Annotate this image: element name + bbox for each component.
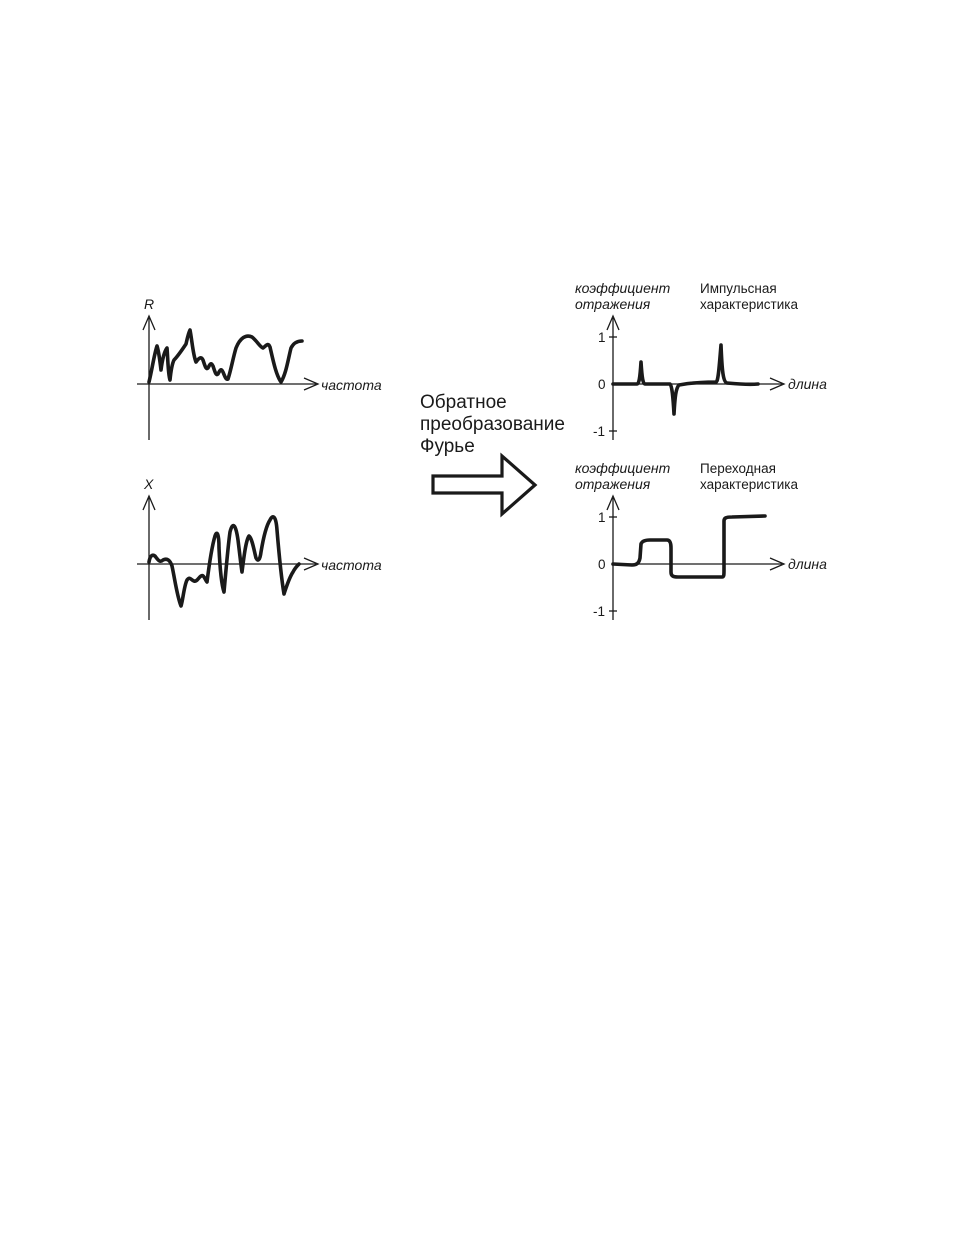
plot-impulse-response: коэффициент отражения Импульсная характе… (575, 280, 827, 440)
title-step-2: характеристика (700, 477, 798, 492)
tick-label-1-step: 1 (598, 510, 606, 525)
y-label-x: X (143, 476, 154, 492)
right-arrow-icon (431, 452, 538, 518)
y-axis-arrow-x (142, 494, 156, 511)
step-curve (611, 514, 767, 579)
x-label-frequency-top: частота (321, 377, 382, 393)
tick-label-0-step: 0 (598, 557, 606, 572)
plot-step-response: коэффициент отражения Переходная характе… (575, 460, 827, 620)
title-impulse-2: характеристика (700, 297, 798, 312)
y-axis-arrow-r (142, 314, 156, 331)
tick-label-m1-impulse: -1 (593, 424, 605, 439)
transform-label-line3: Фурье (420, 436, 475, 457)
x-axis-arrow-x (303, 557, 320, 571)
x-curve (147, 515, 301, 608)
y-label-coefficient-top-2: отражения (575, 296, 651, 312)
x-axis-arrow-impulse (769, 377, 786, 391)
y-label-coefficient-bottom-2: отражения (575, 476, 651, 492)
inverse-fourier-transform: Обратное преобразование Фурье (420, 392, 565, 518)
y-label-coefficient-top-1: коэффициент (575, 280, 671, 296)
x-label-frequency-bottom: частота (321, 557, 382, 573)
tick-label-0-impulse: 0 (598, 377, 606, 392)
y-label-r: R (144, 296, 154, 312)
tick-label-1-impulse: 1 (598, 330, 606, 345)
y-axis-arrow-impulse (606, 314, 620, 331)
y-axis-arrow-step (606, 494, 620, 511)
title-step-1: Переходная (700, 461, 776, 476)
plot-x-frequency: X частота (137, 476, 382, 620)
transform-label-line2: преобразование (420, 414, 565, 435)
title-impulse-1: Импульсная (700, 281, 777, 296)
y-label-coefficient-bottom-1: коэффициент (575, 460, 671, 476)
x-label-length-top: длина (788, 376, 827, 392)
impulse-curve (611, 343, 760, 416)
x-axis-arrow-r (303, 377, 320, 391)
plot-r-frequency: R частота (137, 296, 382, 440)
r-curve (147, 328, 304, 384)
x-label-length-bottom: длина (788, 556, 827, 572)
x-axis-arrow-step (769, 557, 786, 571)
transform-label-line1: Обратное (420, 392, 507, 413)
tick-label-m1-step: -1 (593, 604, 605, 619)
